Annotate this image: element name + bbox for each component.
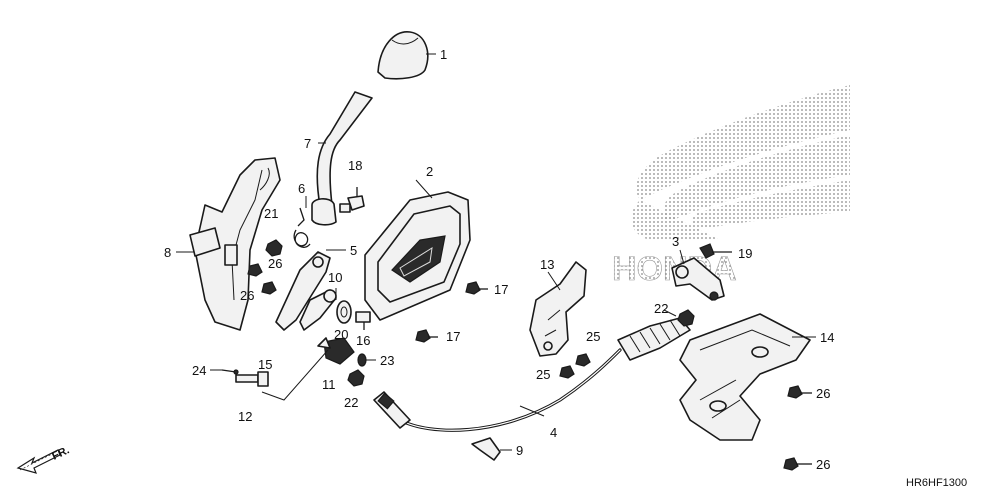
bolt-17-upper: [465, 281, 488, 295]
return-spring: [293, 207, 311, 248]
lever-bracket: [189, 157, 281, 331]
clip-23: [357, 353, 367, 367]
bolt-26-upper: [247, 263, 263, 277]
callout-22-right: 22: [654, 301, 668, 316]
callout-6: 6: [298, 181, 305, 196]
shift-cable: [373, 317, 691, 432]
callout-18: 18: [348, 158, 362, 173]
nut-22-left: [347, 369, 365, 387]
diagram-reference-code: HR6HF1300: [906, 477, 967, 489]
callout-2: 2: [426, 164, 433, 179]
collar-bolt: [339, 187, 365, 213]
leader-lines: [176, 53, 816, 451]
callout-11: 11: [322, 377, 336, 392]
pin-16: [355, 311, 371, 330]
callouts: 1 2 3 4 5 6 7 8 9 10 11 12 13 14 15 16 1…: [164, 47, 834, 472]
bolt-12: [235, 371, 269, 387]
callout-12: 12: [238, 409, 252, 424]
bolt-26-lower: [261, 281, 277, 295]
callout-5: 5: [350, 243, 357, 258]
callout-15: 15: [258, 357, 272, 372]
callout-23: 23: [380, 353, 394, 368]
callout-1: 1: [440, 47, 447, 62]
callout-13: 13: [540, 257, 554, 272]
callout-3: 3: [672, 234, 679, 249]
pin-24: [221, 369, 239, 375]
bolt-26-right-upper: [787, 385, 812, 399]
bolt-19: [699, 243, 732, 259]
shift-lever: [311, 91, 373, 226]
callout-17-upper: 17: [494, 282, 508, 297]
callout-26-right-upper: 26: [816, 386, 830, 401]
callout-19: 19: [738, 246, 752, 261]
callout-22-left: 22: [344, 395, 358, 410]
callout-25-lower: 25: [536, 367, 550, 382]
front-direction-arrow: FR.: [16, 444, 71, 474]
cable-bracket-13: [529, 261, 587, 357]
nut-22-right: [677, 309, 695, 327]
bolt-25-upper: [575, 353, 591, 367]
callout-7: 7: [304, 136, 311, 151]
callout-4: 4: [550, 425, 557, 440]
shift-arm-3: [671, 257, 725, 301]
heat-guard-14: [679, 313, 811, 441]
callout-16: 16: [356, 333, 370, 348]
callout-17-lower: 17: [446, 329, 460, 344]
leader-link-12-11: [261, 349, 329, 401]
honda-wing-logo: HONDA: [612, 85, 850, 288]
bolt-26-right-lower: [783, 457, 812, 471]
callout-26-lower: 26: [240, 288, 254, 303]
callout-10: 10: [328, 270, 342, 285]
shift-gate-cover: [364, 191, 471, 321]
bolt-17-lower: [415, 329, 438, 343]
callout-14: 14: [820, 330, 834, 345]
cable-bracket-11: [317, 337, 355, 365]
callout-21: 21: [264, 206, 278, 221]
callout-9: 9: [516, 443, 523, 458]
flange-nut-21: [265, 239, 283, 257]
cable-clip-9: [471, 437, 501, 461]
callout-20: 20: [334, 327, 348, 342]
callout-24: 24: [192, 363, 206, 378]
callout-26-right-lower: 26: [816, 457, 830, 472]
callout-26-upper: 26: [268, 256, 282, 271]
shift-knob: [377, 31, 429, 80]
washer-20: [336, 300, 352, 324]
callout-8: 8: [164, 245, 171, 260]
detent-lever: [275, 251, 337, 331]
bolt-25-lower: [559, 365, 575, 379]
front-label: FR.: [50, 444, 71, 462]
callout-25-upper: 25: [586, 329, 600, 344]
